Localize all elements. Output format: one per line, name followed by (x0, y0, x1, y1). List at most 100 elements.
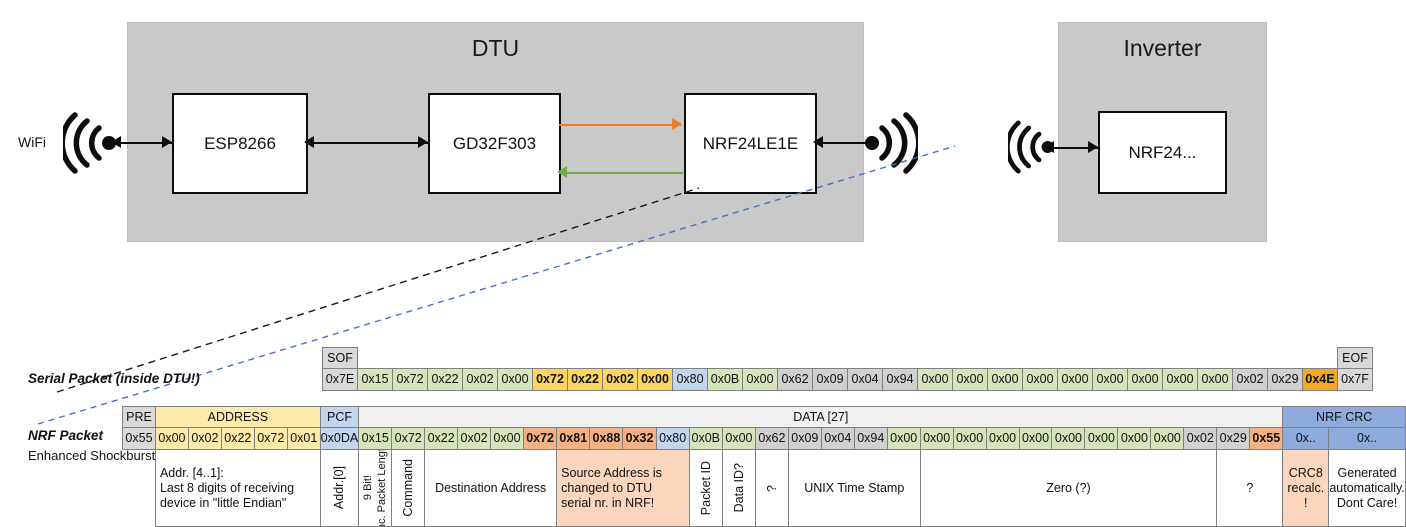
serial-byte-cell: 0x22 (567, 368, 603, 391)
serial-byte-cell: 0x00 (1162, 368, 1198, 391)
link-antenna-nrf24 (1046, 147, 1098, 149)
nrf-byte-cell: 0x00 (985, 427, 1020, 450)
nrf-byte-cell: 0x02 (187, 427, 222, 450)
nrf-note-cell: Addr. [4..1]:Last 8 digits of receiving … (154, 449, 321, 527)
nrf-note-cell: 9 Bit!Inc. Packet Length (358, 449, 393, 527)
nrf-note-cell (123, 450, 156, 527)
serial-byte-cell: 0x62 (777, 368, 813, 391)
nrf-note-vertical-text: Data ID? (731, 463, 746, 513)
serial-eof-header: EOF (1337, 347, 1373, 369)
link-esp-gd32 (306, 142, 428, 144)
nrf-note-vertical-text: ? (764, 484, 779, 492)
inverter-title: Inverter (1123, 35, 1202, 61)
serial-byte-cell: 0x00 (1197, 368, 1233, 391)
nrf-byte-cell: 0x04 (820, 427, 855, 450)
nrf-byte-cell: 0x00 (886, 427, 921, 450)
serial-byte-cell: 0x02 (1232, 368, 1268, 391)
wifi-label: WiFi (18, 134, 46, 150)
link-antenna-esp (113, 142, 172, 144)
chip-esp8266: ESP8266 (172, 93, 308, 194)
chip-nrf24le1e: NRF24LE1E (684, 93, 817, 194)
nrf-byte-cell: 0x01 (286, 427, 321, 450)
dtu-title: DTU (471, 35, 520, 61)
serial-byte-cell: 0x00 (742, 368, 778, 391)
block-diagram: DTU Inverter ESP8266 GD32F303 NRF24LE1E … (0, 0, 1406, 262)
arrowhead-left (111, 136, 121, 148)
nrf-byte-cell: 0x22 (220, 427, 255, 450)
serial-byte-cell: 0x04 (847, 368, 883, 391)
serial-packet-label: Serial Packet (inside DTU!) (28, 371, 200, 386)
nrf-byte-cell: 0x55 (1249, 427, 1284, 450)
nrf-byte-cell: 0x62 (754, 427, 789, 450)
nrf-byte-cell: 0x81 (556, 427, 591, 450)
nrf-note-cell: ? (754, 449, 789, 527)
nrf-note-cell: Source Address is changed to DTU serial … (556, 449, 690, 527)
arrowhead-right (869, 136, 879, 148)
nrf-byte-cell: 0x72 (523, 427, 558, 450)
nrf-note-cell: CRC8 recalc. ! (1282, 449, 1330, 527)
nrf-note-vertical-text: Inc. Packet Length (375, 449, 388, 527)
nrf-byte-cell: 0x88 (589, 427, 624, 450)
nrf-byte-cell: 0x09 (787, 427, 822, 450)
arrowhead-right (162, 136, 172, 148)
serial-byte-cell: 0x80 (672, 368, 708, 391)
nrf-note-cell: UNIX Time Stamp (787, 449, 921, 527)
arrowhead-right-orange (672, 118, 682, 130)
nrf-note-cell: Packet ID (688, 449, 723, 527)
nrf-header-cell: PRE (122, 406, 156, 428)
nrf-byte-cell: 0x15 (358, 427, 393, 450)
nrf-note-cell: Generated automatically. Dont Care! (1328, 449, 1406, 527)
serial-byte-cell: 0x94 (882, 368, 918, 391)
serial-byte-cell: 0x00 (952, 368, 988, 391)
nrf-header-cell: PCF (319, 406, 360, 428)
serial-byte-cell: 0x02 (602, 368, 638, 391)
nrf-byte-cell: 0x00 (1117, 427, 1152, 450)
serial-byte-cell: 0x72 (532, 368, 568, 391)
serial-sof-value: 0x7E (322, 368, 358, 391)
serial-byte-cell: 0x00 (917, 368, 953, 391)
chip-gd32f303: GD32F303 (428, 93, 561, 194)
nrf-note-cell: Destination Address (424, 449, 558, 527)
serial-byte-cell: 0x00 (1127, 368, 1163, 391)
nrf-byte-cell: 0x00 (721, 427, 756, 450)
nrf-header-cell: ADDRESS (154, 406, 321, 428)
serial-byte-cell: 0x72 (392, 368, 428, 391)
nrf-byte-cell: 0x02 (1183, 427, 1218, 450)
nrf-header-cell: NRF CRC (1282, 406, 1406, 428)
nrf-packet-label: NRF Packet (28, 428, 104, 443)
serial-byte-cell: 0x4E (1302, 368, 1338, 391)
nrf-byte-cell: 0x00 (490, 427, 525, 450)
arrowhead-left (813, 136, 823, 148)
link-nrf-gd32-green (559, 172, 683, 174)
nrf-byte-cell: 0x.. (1328, 427, 1406, 450)
serial-byte-cell: 0x0B (707, 368, 743, 391)
nrf-byte-cell: 0x00 (154, 427, 189, 450)
nrf-byte-cell: 0x80 (655, 427, 690, 450)
arrowhead-left-green (557, 166, 567, 178)
nrf-byte-cell: 0x29 (1216, 427, 1251, 450)
nrf-byte-cell: 0x00 (1150, 427, 1185, 450)
nrf-note-cell: Addr.[0] (319, 449, 360, 527)
nrf-byte-cell: 0x55 (122, 427, 156, 450)
nrf-byte-cell: 0x00 (952, 427, 987, 450)
nrf-byte-cell: 0x00 (1018, 427, 1053, 450)
nrf-byte-cell: 0x.. (1282, 427, 1330, 450)
nrf-note-vertical-text: Addr.[0] (332, 466, 347, 510)
serial-byte-cell: 0x09 (812, 368, 848, 391)
arrowhead-right (418, 136, 428, 148)
serial-byte-cell: 0x00 (497, 368, 533, 391)
serial-sof-header: SOF (322, 347, 358, 369)
nrf-packet-sublabel: Enhanced Shockburst (28, 448, 156, 463)
nrf-byte-cell: 0x0DA (319, 427, 360, 450)
nrf-byte-cell: 0x32 (622, 427, 657, 450)
serial-byte-cell: 0x00 (1092, 368, 1128, 391)
nrf-note-cell: Zero (?) (919, 449, 1218, 527)
chip-nrf24: NRF24... (1098, 111, 1227, 194)
serial-byte-cell: 0x22 (427, 368, 463, 391)
arrowhead-right (1088, 141, 1098, 153)
serial-byte-cell: 0x02 (462, 368, 498, 391)
serial-header-spacer (358, 348, 1338, 369)
nrf-note-vertical-text: Packet ID (698, 460, 713, 516)
